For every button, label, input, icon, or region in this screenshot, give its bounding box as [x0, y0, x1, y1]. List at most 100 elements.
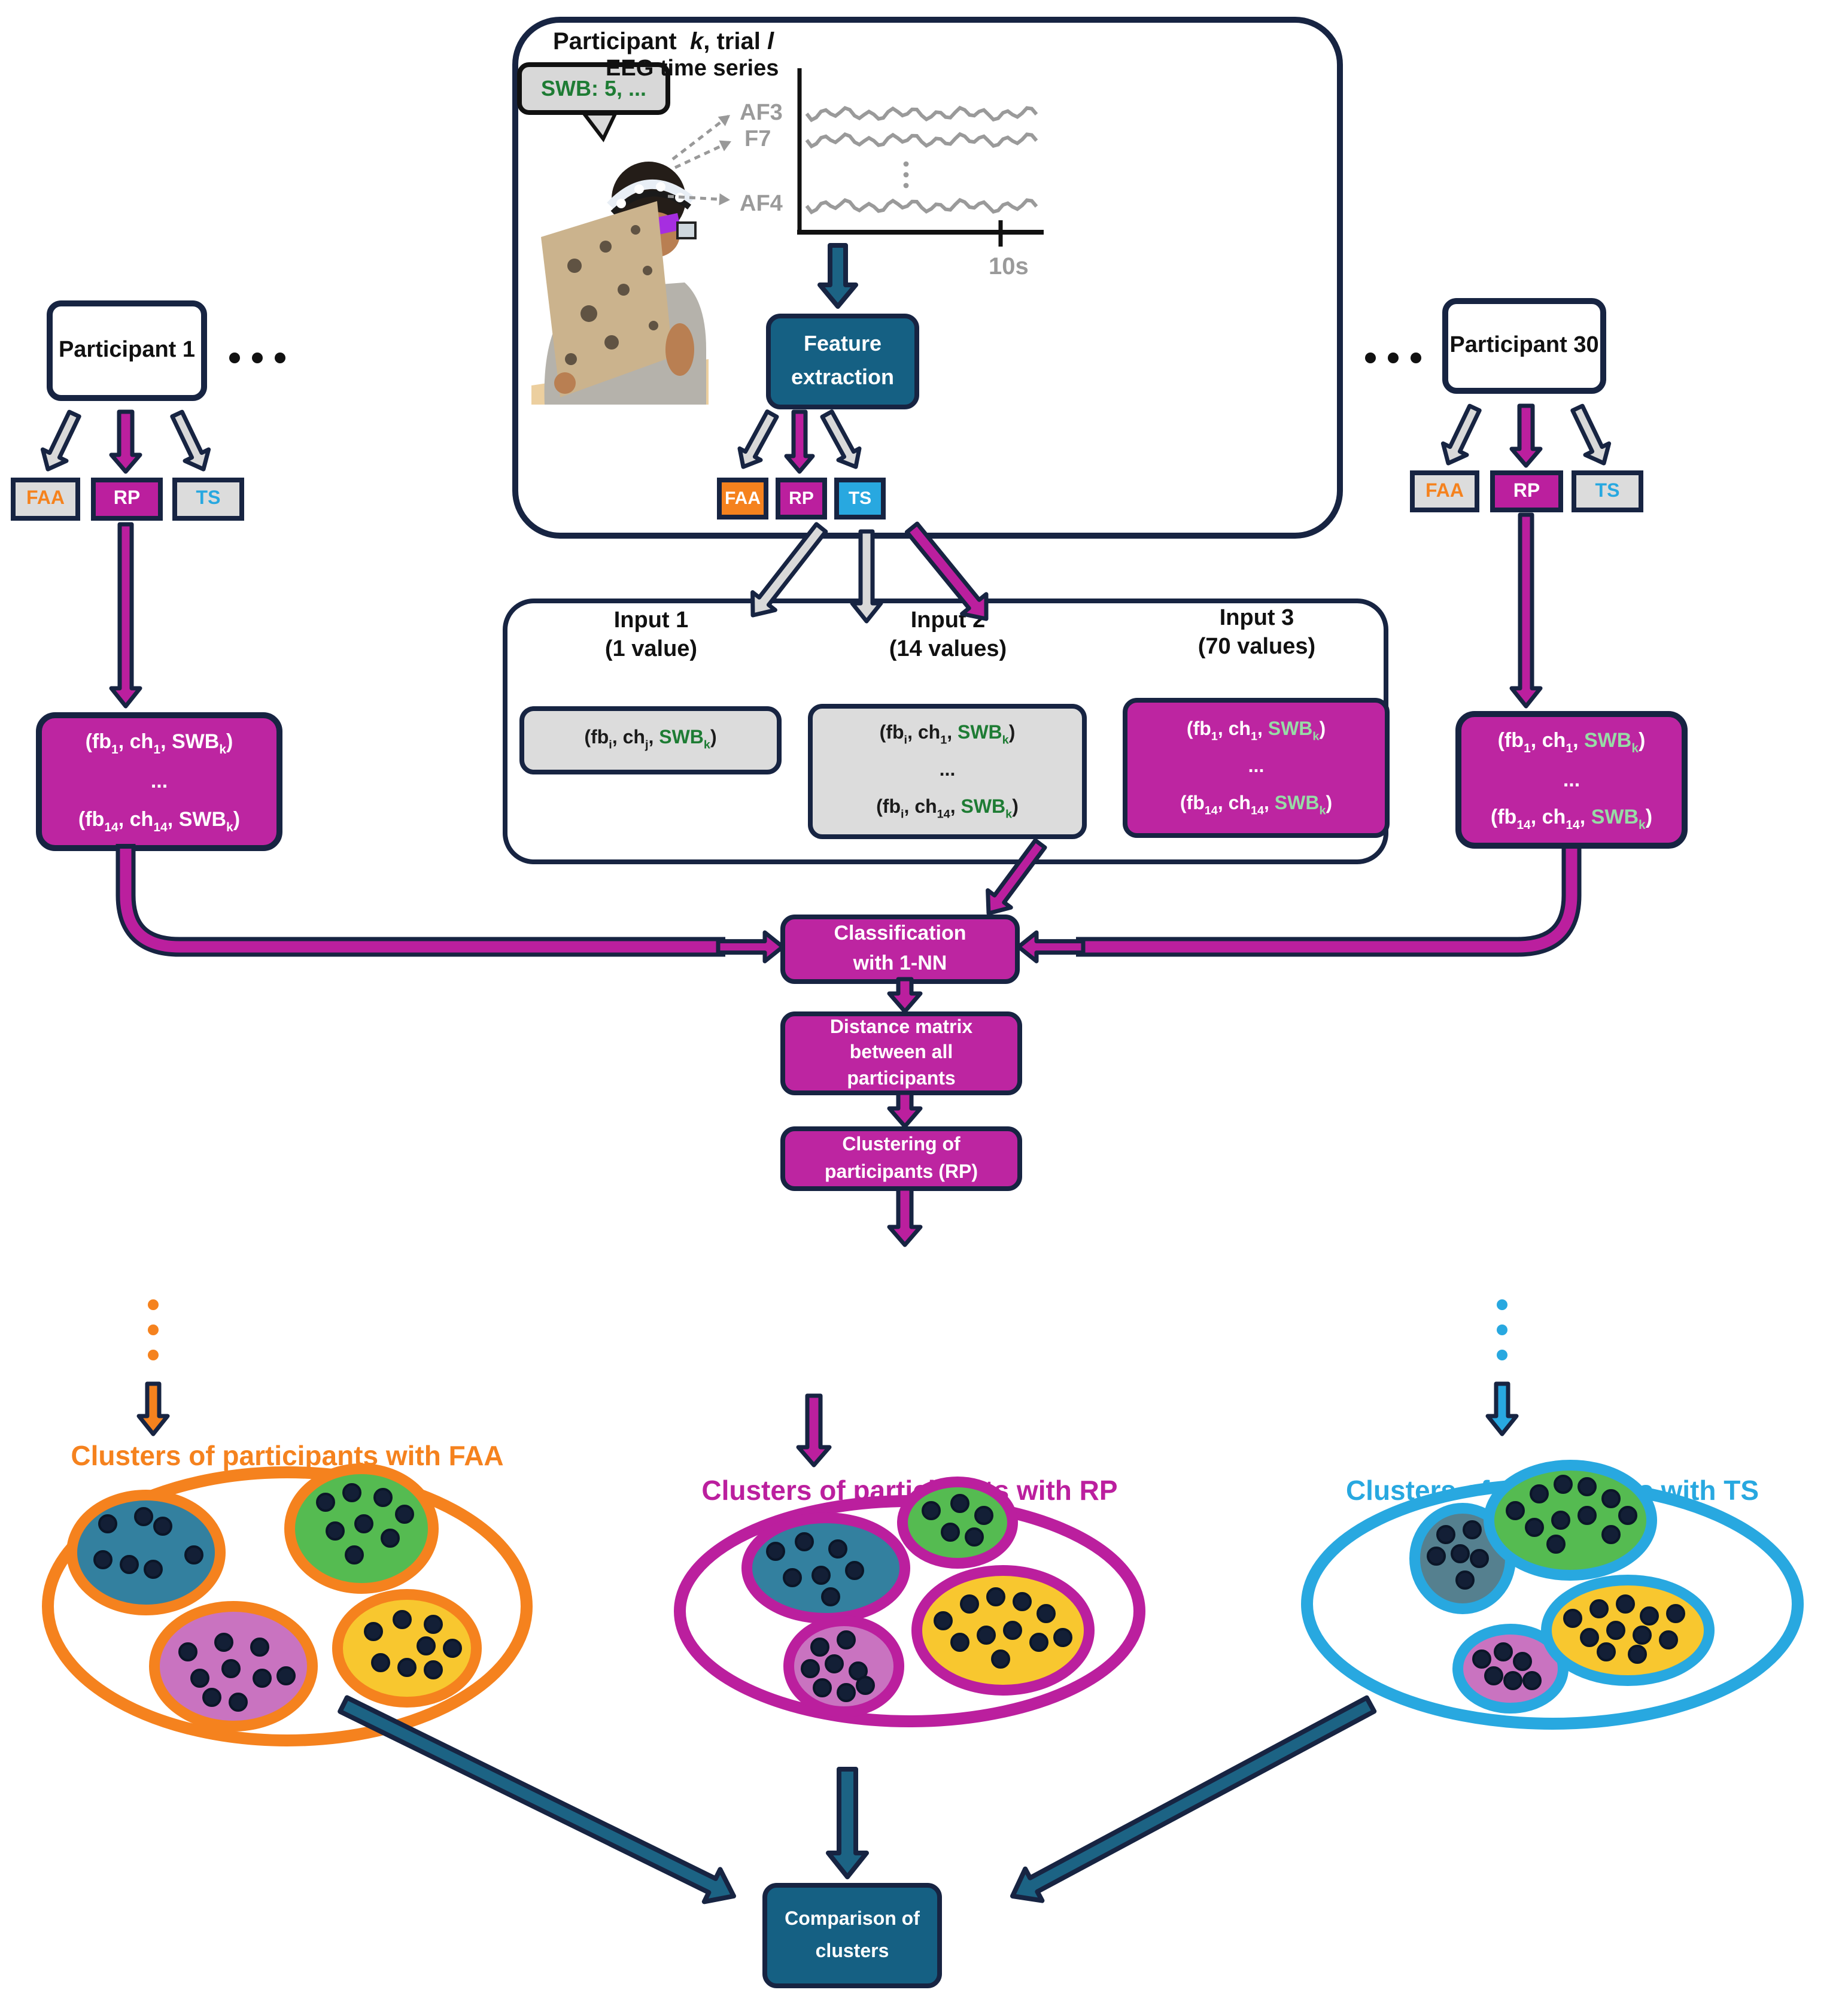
input2-subtitle: (14 values)	[889, 637, 1007, 662]
tuple-line: (fb14, ch14, SWBk)	[1490, 806, 1653, 833]
input2-box: (fbi, ch1, SWBk) ... (fbi, ch14, SWBk)	[808, 704, 1087, 839]
rp-subcluster-3	[911, 1565, 1095, 1696]
feature-extraction-box: Feature extraction	[766, 314, 919, 409]
faa-dots-continuation	[148, 1324, 159, 1335]
faa-participant-dot	[253, 1669, 272, 1688]
faa-subcluster-3	[332, 1589, 482, 1708]
faa-participant-dot	[120, 1555, 139, 1574]
input3-box: (fb1, ch1, SWBk) ... (fb14, ch14, SWBk)	[1123, 698, 1390, 838]
feature-extraction-line2: extraction	[791, 365, 895, 389]
faa-participant-dot	[342, 1483, 361, 1502]
rp-subcluster-2	[783, 1615, 904, 1717]
ts-participant-dot	[1597, 1642, 1616, 1661]
rp-participant-dot	[1037, 1604, 1056, 1623]
rp-participant-dot	[845, 1561, 864, 1580]
rp-participant-dot	[986, 1587, 1005, 1606]
rp-subcluster-0	[741, 1512, 910, 1624]
faa-participant-dot	[190, 1669, 209, 1688]
input1-title: Input 1	[613, 608, 689, 633]
rp-participant-dot	[837, 1630, 856, 1649]
faa-participant-dot	[202, 1688, 221, 1707]
ts-participant-dot	[1470, 1549, 1489, 1568]
participant-30-box: Participant 30	[1442, 298, 1606, 394]
input2-title: Input 2	[910, 608, 986, 633]
tag-ts-right: TS	[1572, 470, 1643, 512]
tag-ts-center: TS	[834, 478, 886, 520]
rp-participant-dot	[1003, 1621, 1022, 1640]
ts-subcluster-2	[1452, 1624, 1569, 1714]
tuple-box-right: (fb1, ch1, SWBk) ... (fb14, ch14, SWBk)	[1455, 711, 1688, 849]
faa-participant-dot	[144, 1560, 163, 1579]
tuple-line: (fbi, ch1, SWBk)	[879, 723, 1016, 748]
rp-participant-dot	[783, 1568, 802, 1587]
faa-participant-dot	[276, 1666, 296, 1685]
rp-participant-dot	[795, 1532, 814, 1551]
faa-participant-dot	[371, 1653, 390, 1672]
rp-participant-dot	[1013, 1592, 1032, 1611]
to-faa-clusters-arrow	[136, 1381, 170, 1436]
distance-to-clustering-arrow	[887, 1090, 923, 1129]
ellipsis-left	[229, 353, 285, 363]
tuple-line: (fb14, ch14, SWBk)	[1180, 793, 1333, 818]
tag-faa-center: FAA	[717, 478, 768, 520]
rp-participant-dot	[801, 1659, 820, 1678]
faa-clusters-title: Clusters of participants with FAA	[71, 1440, 504, 1471]
faa-participant-dot	[345, 1545, 364, 1564]
faa-cluster-outline	[42, 1466, 533, 1746]
faa-participant-dot	[134, 1507, 153, 1526]
swb-text: SWB: 5, ...	[540, 76, 647, 100]
ts-participant-dot	[1513, 1652, 1532, 1671]
ts-participant-dot	[1589, 1599, 1609, 1618]
rp-participant-dot	[941, 1523, 960, 1542]
faa-participant-dot	[178, 1642, 197, 1661]
ts-participant-dot	[1451, 1544, 1470, 1563]
faa-participant-dot	[395, 1505, 414, 1524]
faa-participant-dot	[424, 1615, 443, 1634]
faa-participant-dot	[397, 1658, 417, 1677]
p1-to-ts-arrow	[170, 409, 211, 472]
tag-rp-right: RP	[1490, 470, 1563, 512]
ts-participant-dot	[1551, 1511, 1570, 1530]
tuple-line: (fbi, ch14, SWBk)	[876, 797, 1019, 821]
rp-participant-dot	[825, 1654, 844, 1673]
faa-participant-dot	[354, 1514, 373, 1533]
rp-cluster-outline	[674, 1495, 1145, 1727]
rp-to-tuples-left-arrow	[109, 522, 142, 709]
to-rp-clusters-arrow	[796, 1393, 832, 1468]
ts-participant-dot	[1427, 1547, 1446, 1566]
faa-participant-dot	[214, 1633, 233, 1652]
tuple-line: (fb1, ch1, SWBk)	[1186, 719, 1326, 744]
participant-1-box: Participant 1	[47, 300, 207, 401]
faa-dots-continuation	[148, 1350, 159, 1360]
faa-participant-dot	[364, 1622, 383, 1641]
rp-participant-dot	[1053, 1628, 1072, 1647]
faa-participant-dot	[250, 1638, 269, 1657]
tag-faa-right: FAA	[1410, 470, 1479, 512]
input1-subtitle: (1 value)	[604, 637, 698, 662]
panel-title: Participant k, trial l	[553, 29, 774, 55]
rp-participant-dot	[965, 1527, 984, 1547]
rp-participant-dot	[811, 1566, 831, 1585]
time-scale-label: 10s	[989, 254, 1029, 280]
faa-participant-dot	[221, 1659, 241, 1678]
swb-speech-bubble: SWB: 5, ...	[517, 62, 670, 115]
ts-dots-continuation	[1497, 1299, 1507, 1310]
input3-subtitle: (70 values)	[1197, 634, 1316, 660]
rp-participant-dot	[950, 1633, 969, 1652]
tag-rp-center: RP	[776, 478, 827, 520]
faa-participant-dot	[326, 1521, 345, 1541]
tuple-line: ...	[150, 770, 168, 793]
faa-subcluster-2	[149, 1601, 318, 1731]
ts-subcluster-0	[1409, 1503, 1516, 1614]
ts-participant-dot	[1525, 1518, 1544, 1537]
faa-to-comparison-arrow	[338, 1695, 736, 1904]
faa-participant-dot	[229, 1693, 248, 1712]
p1-to-rp-arrow	[109, 409, 142, 474]
p30-to-faa-arrow	[1440, 403, 1482, 466]
tuple-line: (fbi, chj, SWBk)	[584, 728, 717, 753]
rp-participant-dot	[934, 1611, 953, 1630]
tag-faa-left: FAA	[11, 478, 80, 521]
rp-participant-dot	[1029, 1633, 1048, 1652]
